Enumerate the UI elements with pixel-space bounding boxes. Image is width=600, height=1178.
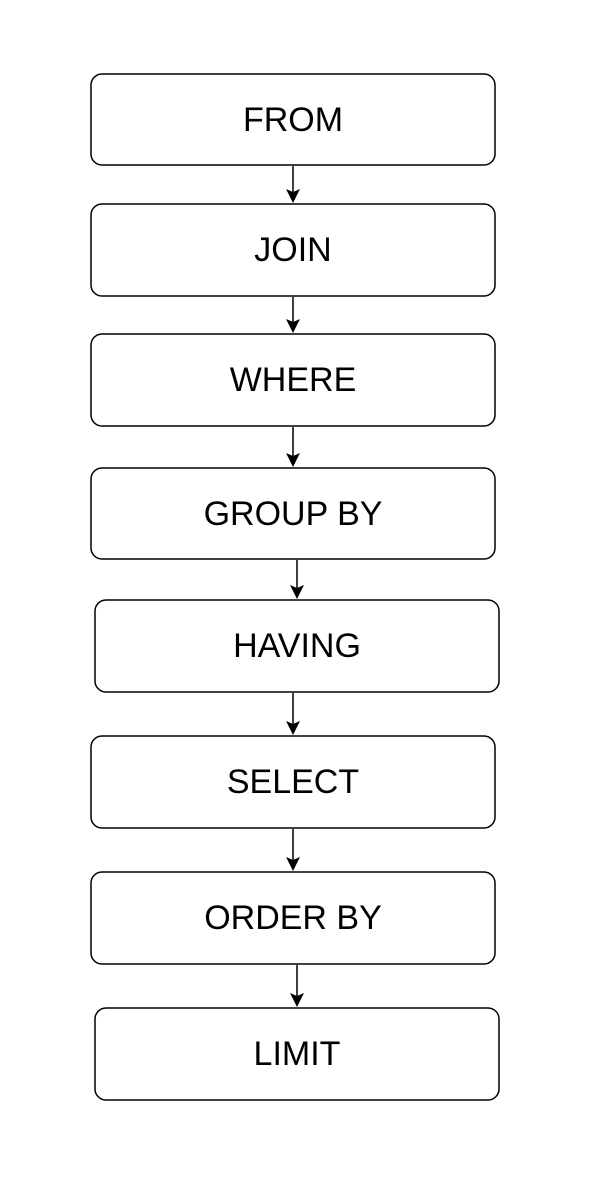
flow-step-from: FROM (90, 73, 496, 166)
step-label: JOIN (254, 231, 331, 269)
flow-arrow-having-select (286, 693, 300, 735)
step-label: WHERE (230, 361, 357, 399)
step-box (90, 735, 496, 829)
step-label: LIMIT (254, 1035, 341, 1073)
flow-step-where: WHERE (90, 333, 496, 427)
flow-arrow-where-group-by (286, 427, 300, 467)
step-box (90, 467, 496, 560)
flow-arrow-join-where (286, 297, 300, 333)
flow-arrow-from-join (286, 166, 300, 203)
flow-step-join: JOIN (90, 203, 496, 297)
step-box (90, 203, 496, 297)
step-box (94, 1007, 500, 1101)
step-label: HAVING (233, 627, 361, 665)
step-label: SELECT (227, 763, 359, 801)
flow-step-order-by: ORDER BY (90, 871, 496, 965)
flow-step-select: SELECT (90, 735, 496, 829)
flow-step-group-by: GROUP BY (90, 467, 496, 560)
step-box (90, 333, 496, 427)
step-label: FROM (243, 101, 343, 139)
flow-arrow-group-by-having (290, 560, 304, 599)
flow-step-having: HAVING (94, 599, 500, 693)
step-label: ORDER BY (204, 899, 382, 937)
flow-arrow-select-order-by (286, 829, 300, 871)
step-box (90, 73, 496, 166)
flow-arrow-order-by-limit (290, 965, 304, 1007)
step-box (90, 871, 496, 965)
step-box (94, 599, 500, 693)
step-label: GROUP BY (204, 495, 383, 533)
flow-step-limit: LIMIT (94, 1007, 500, 1101)
